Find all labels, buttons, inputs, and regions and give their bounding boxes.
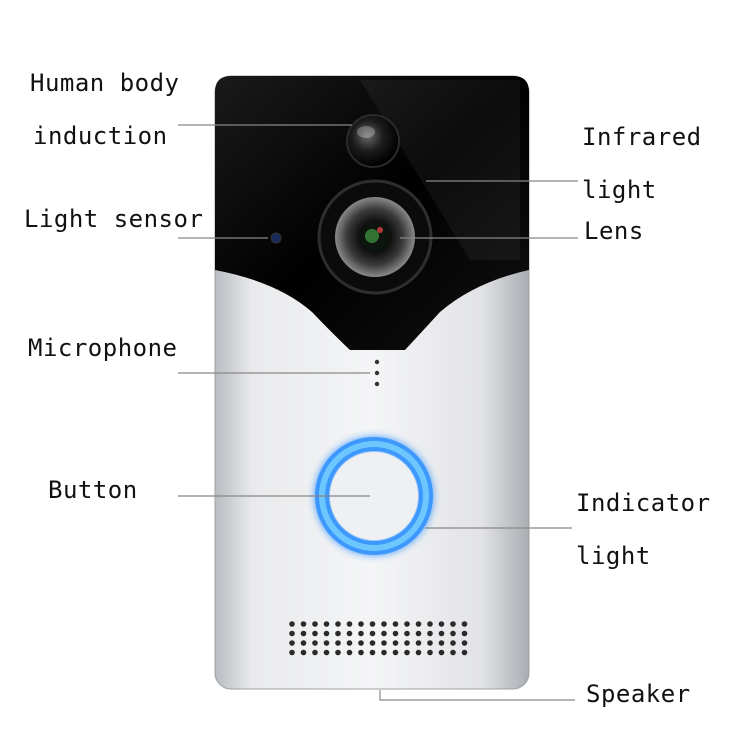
light-sensor-dot (270, 232, 282, 244)
speaker-hole (404, 630, 410, 637)
label-button: Button (48, 476, 138, 504)
speaker-hole (323, 649, 330, 656)
speaker-hole (427, 640, 433, 646)
speaker-hole (289, 630, 295, 637)
speaker-hole (404, 621, 410, 627)
speaker-hole (300, 630, 307, 637)
speaker-hole (312, 649, 318, 656)
speaker-hole (335, 621, 341, 627)
speaker-hole (404, 640, 410, 646)
speaker-hole (369, 649, 376, 656)
speaker-hole (392, 630, 399, 637)
speaker-hole (461, 640, 468, 646)
speaker-hole (323, 621, 330, 627)
speaker-hole (312, 640, 318, 646)
speaker-grille (289, 621, 468, 656)
speaker-hole (461, 630, 468, 637)
speaker-hole (450, 630, 456, 637)
speaker-hole (300, 649, 307, 656)
speaker-hole (289, 621, 295, 627)
label-indicator-light: light (576, 542, 651, 570)
speaker-hole (427, 630, 433, 637)
speaker-hole (427, 621, 433, 627)
speaker-hole (392, 621, 399, 627)
label-human-body-induction: induction (33, 122, 168, 150)
label-indicator: Indicator (576, 489, 711, 517)
speaker-hole (450, 649, 456, 656)
label-lens: Lens (584, 217, 644, 245)
speaker-hole (438, 649, 445, 656)
speaker-hole (438, 630, 445, 637)
speaker-hole (346, 630, 353, 637)
speaker-hole (392, 640, 399, 646)
speaker-hole (461, 649, 468, 656)
speaker-hole (323, 630, 330, 637)
leader-lines (178, 124, 578, 701)
speaker-hole (381, 630, 387, 637)
speaker-hole (346, 621, 353, 627)
speaker-hole (369, 621, 376, 627)
speaker-hole (415, 621, 422, 627)
speaker-hole (358, 640, 364, 646)
speaker-hole (381, 649, 387, 656)
speaker-hole (404, 649, 410, 656)
speaker-hole (358, 621, 364, 627)
label-speaker: Speaker (586, 680, 691, 708)
speaker-hole (335, 630, 341, 637)
speaker-hole (415, 630, 422, 637)
speaker-hole (335, 649, 341, 656)
speaker-hole (438, 640, 445, 646)
label-infrared-light: light (582, 176, 657, 204)
speaker-hole (381, 621, 387, 627)
speaker-hole (438, 621, 445, 627)
speaker-hole (415, 640, 422, 646)
speaker-hole (289, 640, 295, 646)
speaker-hole (427, 649, 433, 656)
speaker-hole (450, 640, 456, 646)
speaker-hole (392, 649, 399, 656)
speaker-hole (461, 621, 468, 627)
speaker-hole (323, 640, 330, 646)
microphone-holes (374, 359, 380, 387)
speaker-hole (369, 640, 376, 646)
speaker-hole (312, 630, 318, 637)
speaker-hole (335, 640, 341, 646)
speaker-hole (381, 640, 387, 646)
label-human-body: Human body (30, 69, 180, 97)
speaker-hole (346, 640, 353, 646)
label-infrared: Infrared (582, 123, 702, 151)
speaker-hole (300, 621, 307, 627)
speaker-hole (346, 649, 353, 656)
pir-sensor (346, 114, 400, 168)
speaker-hole (369, 630, 376, 637)
label-microphone: Microphone (28, 334, 178, 362)
speaker-hole (358, 649, 364, 656)
speaker-hole (450, 621, 456, 627)
speaker-hole (289, 649, 295, 656)
label-light-sensor: Light sensor (24, 205, 204, 233)
speaker-hole (415, 649, 422, 656)
speaker-hole (312, 621, 318, 627)
button-face (330, 452, 418, 540)
speaker-hole (358, 630, 364, 637)
speaker-hole (300, 640, 307, 646)
